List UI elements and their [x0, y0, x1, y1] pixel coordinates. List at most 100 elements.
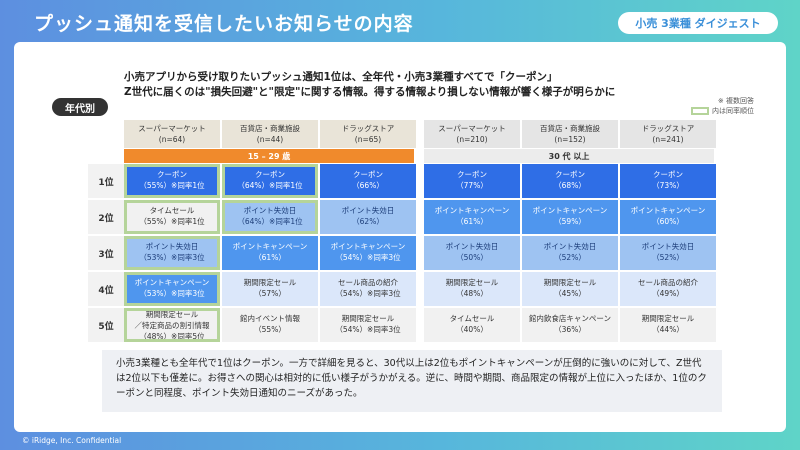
ranking-cell-item: クーポン	[255, 170, 285, 179]
ranking-cell-value: （55%）※同率1位	[139, 181, 205, 190]
ranking-cell-value: （77%）	[456, 181, 488, 190]
rank-label: 3位	[88, 236, 124, 270]
legend-highlight-swatch	[691, 107, 709, 115]
ranking-cell-item: タイムセール	[449, 314, 495, 323]
ranking-cell-value: （48%）※同率5位	[139, 332, 205, 341]
ranking-cell: タイムセール（55%）※同率1位	[124, 200, 220, 234]
ranking-cell-item: クーポン	[353, 170, 383, 179]
lead-text: 小売アプリから受け取りたいプッシュ通知1位は、全年代・小売3業種すべてで「クーポ…	[124, 70, 615, 100]
column-header: スーパーマーケット(n=210)	[424, 120, 520, 148]
ranking-cell: 館内イベント情報（55%）	[222, 308, 318, 342]
ranking-cell-item: 期間限定セール	[341, 314, 395, 323]
column-header-name: スーパーマーケット	[438, 124, 506, 133]
column-header-name: 百貨店・商業施設	[540, 124, 600, 133]
ranking-cell: ポイントキャンペーン （53%）※同率3位	[124, 272, 220, 306]
column-header: ドラッグストア (n=241)	[620, 120, 716, 148]
ranking-cell-item: クーポン	[555, 170, 585, 179]
age-band-30-plus: 30 代 以上	[424, 149, 714, 163]
age-group-label: 年代別	[52, 98, 108, 116]
ranking-cell: ポイントキャンペーン（61%）	[222, 236, 318, 270]
column-header: 百貨店・商業施設 (n=152)	[522, 120, 618, 148]
ranking-cell-value: （64%）※同率1位	[237, 217, 303, 226]
digest-badge: 小売 3業種 ダイジェスト	[618, 12, 778, 34]
column-header-n: (n=44)	[256, 135, 284, 144]
slide-title: プッシュ通知を受信したいお知らせの内容	[34, 13, 414, 35]
ranking-cell: 期間限定セール （54%）※同率3位	[320, 308, 416, 342]
column-header-name: スーパーマーケット	[138, 124, 206, 133]
ranking-cell: 期間限定セール ／特定商品の割引情報 （48%）※同率5位	[124, 308, 220, 342]
ranking-cell-item: ポイント失効日	[243, 206, 297, 215]
ranking-cell-value: （55%）	[254, 325, 286, 334]
ranking-cell: ポイント失効日（52%）	[620, 236, 716, 270]
ranking-cell-value: （54%）※同率3位	[335, 289, 401, 298]
ranking-cell-value: （57%）	[254, 289, 286, 298]
ranking-cell: 館内飲食店キャンペーン（36%）	[522, 308, 618, 342]
lead-line-2: Z世代に届くのは"損失回避"と"限定"に関する情報。得する情報より損しない情報が…	[124, 86, 616, 98]
rank-label: 4位	[88, 272, 124, 306]
ranking-cell: クーポン（77%）	[424, 164, 520, 198]
ranking-cell: 期間限定セール（57%）	[222, 272, 318, 306]
ranking-cell-value: （61%）	[456, 217, 488, 226]
summary-box: 小売3業種とも全年代で1位はクーポン。一方で詳細を見ると、30代以上は2位もポイ…	[102, 350, 722, 412]
column-header-name: ドラッグストア	[641, 124, 695, 133]
age-band-15-29: 15 – 29 歳	[124, 149, 414, 163]
column-header-n: (n=241)	[652, 135, 684, 144]
ranking-cell-item: 期間限定セール	[445, 278, 499, 287]
ranking-cell: クーポン （68%）	[522, 164, 618, 198]
ranking-cell-item: セール商品の紹介	[338, 278, 398, 287]
column-header-name: ドラッグストア	[341, 124, 395, 133]
ranking-cell: クーポン （64%）※同率1位	[222, 164, 318, 198]
ranking-cell-item: ポイント失効日	[145, 242, 199, 251]
ranking-cell-value: （40%）	[456, 325, 488, 334]
ranking-cell: クーポン（55%）※同率1位	[124, 164, 220, 198]
ranking-cell-value: （54%）※同率3位	[335, 325, 401, 334]
column-header: ドラッグストア(n=65)	[320, 120, 416, 148]
column-header: スーパーマーケット(n=64)	[124, 120, 220, 148]
ranking-cell: ポイントキャンペーン （60%）	[620, 200, 716, 234]
ranking-cell-value: （48%）	[456, 289, 488, 298]
ranking-cell: ポイント失効日（62%）	[320, 200, 416, 234]
ranking-cell: 期間限定セール（45%）	[522, 272, 618, 306]
ranking-cell-item: ポイントキャンペーン	[134, 278, 210, 287]
ranking-cell-item: ポイントキャンペーン	[532, 206, 608, 215]
ranking-cell: クーポン （66%）	[320, 164, 416, 198]
copyright: © iRidge, Inc. Confidential	[22, 436, 122, 445]
ranking-cell-item: タイムセール	[149, 206, 195, 215]
ranking-cell-value: （50%）	[456, 253, 488, 262]
ranking-cell-value: （53%）※同率3位	[139, 253, 205, 262]
ranking-cell-value: （66%）	[352, 181, 384, 190]
ranking-cell: ポイントキャンペーン （59%）	[522, 200, 618, 234]
ranking-cell-value: （60%）	[652, 217, 684, 226]
ranking-cell: ポイントキャンペーン（54%）※同率3位	[320, 236, 416, 270]
ranking-cell-item: ポイント失効日	[641, 242, 695, 251]
ranking-cell: ポイントキャンペーン（61%）	[424, 200, 520, 234]
ranking-cell-value: （68%）	[554, 181, 586, 190]
ranking-cell-item: 期間限定セール ／特定商品の割引情報	[134, 310, 210, 330]
ranking-cell-item: ポイントキャンペーン	[630, 206, 706, 215]
ranking-cell: セール商品の紹介 （54%）※同率3位	[320, 272, 416, 306]
ranking-cell-item: クーポン	[653, 170, 683, 179]
content-card: 小売アプリから受け取りたいプッシュ通知1位は、全年代・小売3業種すべてで「クーポ…	[14, 42, 786, 432]
column-header: 百貨店・商業施設 (n=44)	[222, 120, 318, 148]
ranking-cell-value: （64%）※同率1位	[237, 181, 303, 190]
ranking-cell: タイムセール （40%）	[424, 308, 520, 342]
ranking-cell-item: セール商品の紹介	[638, 278, 698, 287]
ranking-cell: ポイント失効日 （53%）※同率3位	[124, 236, 220, 270]
column-header-n: (n=152)	[554, 135, 586, 144]
ranking-cell-value: （53%）※同率3位	[139, 289, 205, 298]
column-header-name: 百貨店・商業施設	[240, 124, 300, 133]
ranking-cell-item: ポイント失効日	[341, 206, 395, 215]
ranking-cell-item: 館内飲食店キャンペーン	[528, 314, 612, 323]
ranking-cell: ポイント失効日 （64%）※同率1位	[222, 200, 318, 234]
ranking-cell-value: （49%）	[652, 289, 684, 298]
ranking-cell-item: ポイント失効日	[445, 242, 499, 251]
ranking-cell-item: ポイントキャンペーン	[232, 242, 308, 251]
ranking-cell: ポイント失効日 （50%）	[424, 236, 520, 270]
ranking-cell-value: （59%）	[554, 217, 586, 226]
ranking-cell: ポイント失効日（52%）	[522, 236, 618, 270]
ranking-cell-value: （44%）	[652, 325, 684, 334]
ranking-cell-value: （52%）	[554, 253, 586, 262]
lead-line-1: 小売アプリから受け取りたいプッシュ通知1位は、全年代・小売3業種すべてで「クーポ…	[124, 71, 558, 83]
ranking-cell-value: （73%）	[652, 181, 684, 190]
rank-label: 1位	[88, 164, 124, 198]
